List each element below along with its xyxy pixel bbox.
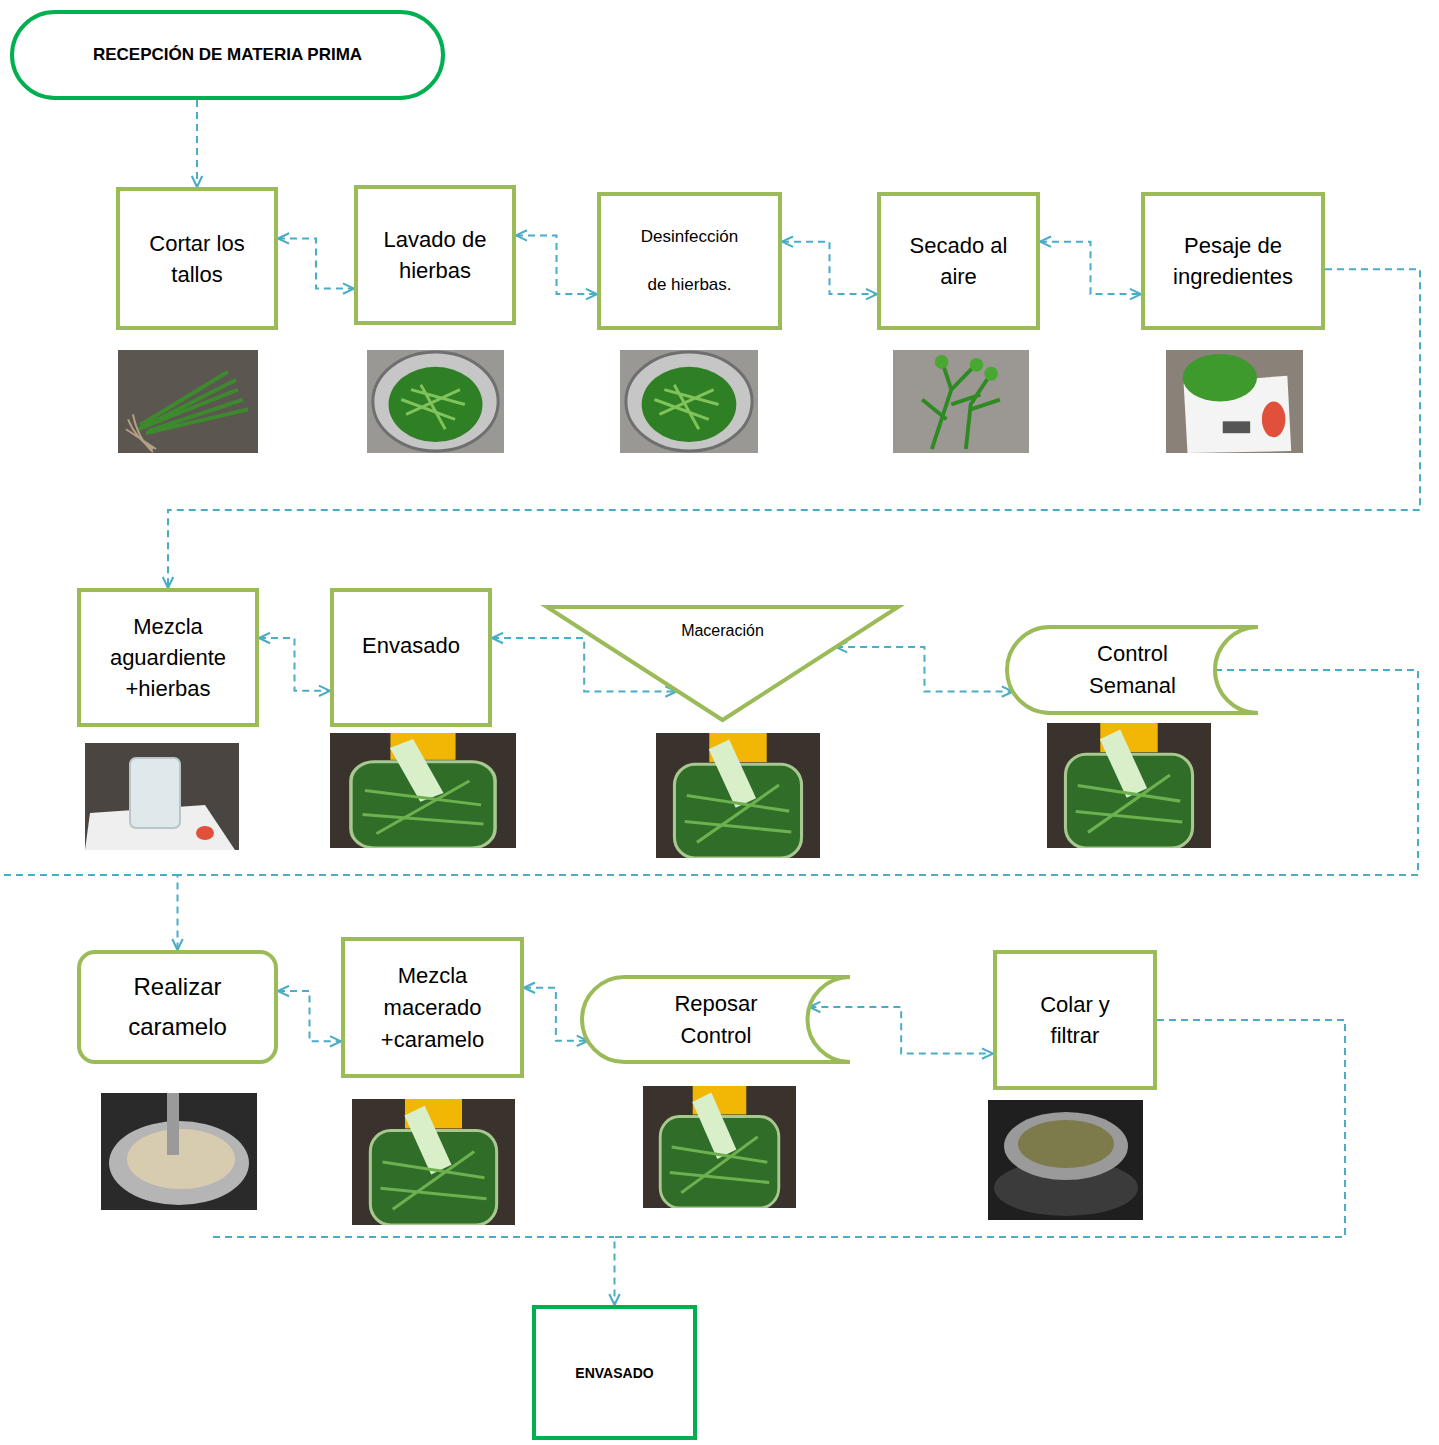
flow-connector [836, 647, 1013, 691]
photo [1047, 723, 1211, 848]
flow-connector [809, 1007, 993, 1054]
node-label: Colar y filtrar [1021, 989, 1129, 1051]
photo [101, 1093, 257, 1210]
flow-connector [1040, 242, 1141, 294]
node-label: Mezcla aguardiente +hierbas [95, 611, 241, 704]
photo [85, 743, 239, 850]
process-box: Pesaje de ingredientes [1141, 192, 1325, 330]
process-box: Desinfección de hierbas. [597, 192, 782, 330]
node-label: Mezcla macerado +caramelo [359, 960, 506, 1056]
process-box: Lavado de hierbas [354, 185, 516, 325]
node-label: Desinfección de hierbas. [631, 213, 748, 309]
storage-outline [1005, 625, 1260, 715]
photo [620, 350, 758, 453]
process-box: ENVASADO [532, 1305, 697, 1440]
triangle-shape [547, 607, 898, 720]
node-label: Pesaje de ingredientes [1159, 230, 1307, 292]
flow-connector [259, 638, 330, 691]
process-box: Colar y filtrar [993, 950, 1157, 1090]
flow-connector [516, 235, 597, 294]
node-label: Realizar caramelo [95, 967, 260, 1047]
photo [352, 1099, 515, 1225]
node-label: Cortar los tallos [134, 228, 260, 290]
photo [330, 733, 516, 848]
node-label: Maceración [681, 621, 764, 641]
dashed-guide [4, 874, 177, 876]
node-label: Secado al aire [897, 230, 1020, 292]
photo [118, 350, 258, 453]
process-box: Cortar los tallos [116, 187, 278, 330]
node-label: ENVASADO [575, 1364, 653, 1382]
storage-shape-path [582, 977, 850, 1062]
rounded-process-box: Realizar caramelo [77, 950, 278, 1064]
storage-shape-path [1007, 627, 1258, 713]
photo [988, 1100, 1143, 1220]
process-box: Secado al aire [877, 192, 1040, 330]
node-label: Reposar Control [665, 988, 767, 1052]
node-label: Lavado de hierbas [372, 224, 498, 286]
node-label: Control Semanal [1075, 638, 1190, 702]
photo [367, 350, 504, 453]
storage-outline [580, 975, 852, 1064]
flow-connector [278, 991, 341, 1041]
flow-connector [782, 242, 877, 294]
process-box: Envasado [330, 588, 492, 727]
photo [656, 733, 820, 858]
flow-connector [524, 988, 588, 1041]
terminal-box: RECEPCIÓN DE MATERIA PRIMA [10, 10, 445, 100]
merge-triangle: Maceración [545, 605, 900, 722]
dashed-guide [213, 1236, 614, 1238]
process-box: Mezcla macerado +caramelo [341, 937, 524, 1078]
photo [893, 350, 1029, 453]
storage-shape: Control Semanal [1005, 625, 1260, 715]
node-label: RECEPCIÓN DE MATERIA PRIMA [93, 44, 362, 66]
photo [643, 1086, 796, 1208]
process-box: Mezcla aguardiente +hierbas [77, 588, 259, 727]
storage-shape: Reposar Control [580, 975, 852, 1064]
flow-connector [278, 238, 354, 288]
node-label: Envasado [362, 630, 460, 661]
photo [1166, 350, 1303, 453]
flow-connector [196, 100, 198, 187]
